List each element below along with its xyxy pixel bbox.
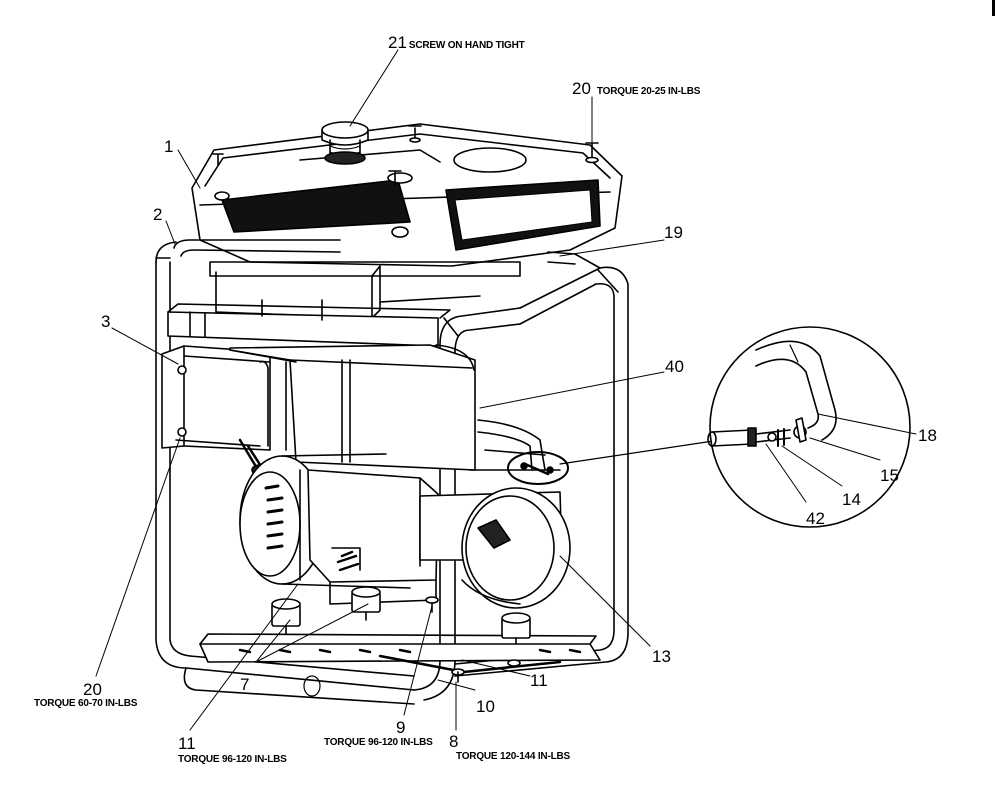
bolts [425,596,521,683]
leader-lines [95,49,917,731]
callout-40: 40 [665,357,684,376]
callout-1: 1 [164,137,174,156]
base-plate [199,633,601,674]
callout-9: 9 [396,718,406,737]
callout-18: 18 [918,426,937,445]
callout-14: 14 [842,490,861,509]
fuel-tank [191,123,623,267]
fuel-cap [321,121,369,165]
callout-9-note: TORQUE 96-120 IN-LBS [324,737,433,748]
callout-11-note: TORQUE 96-120 IN-LBS [178,754,287,765]
callout-19: 19 [664,223,683,242]
top-bracket [167,261,521,347]
detail-connector-line [559,439,721,465]
callout-3: 3 [101,312,111,331]
callout-11-right: 11 [530,671,548,690]
callout-2: 2 [153,205,163,224]
engine-housing [229,344,476,471]
vibration-mounts [271,586,531,645]
callout-20-bottom: 20 [83,680,102,699]
page-edge-mark [992,0,995,16]
callout-10: 10 [476,697,495,716]
callout-8-note: TORQUE 120-144 IN-LBS [456,751,570,762]
callout-42: 42 [806,509,825,528]
callout-7: 7 [240,675,250,694]
recoil-starter [419,487,571,609]
tank-bolts [212,125,599,186]
control-panel [161,345,271,476]
callout-11-left: 11 [178,734,196,753]
callout-8: 8 [449,732,459,751]
callout-13: 13 [652,647,671,666]
alternator [239,453,411,589]
callout-15: 15 [880,466,899,485]
callout-20-bottom-note: TORQUE 60-70 IN-LBS [34,698,138,709]
detail-bubble [707,326,911,528]
fuel-line [469,419,569,485]
